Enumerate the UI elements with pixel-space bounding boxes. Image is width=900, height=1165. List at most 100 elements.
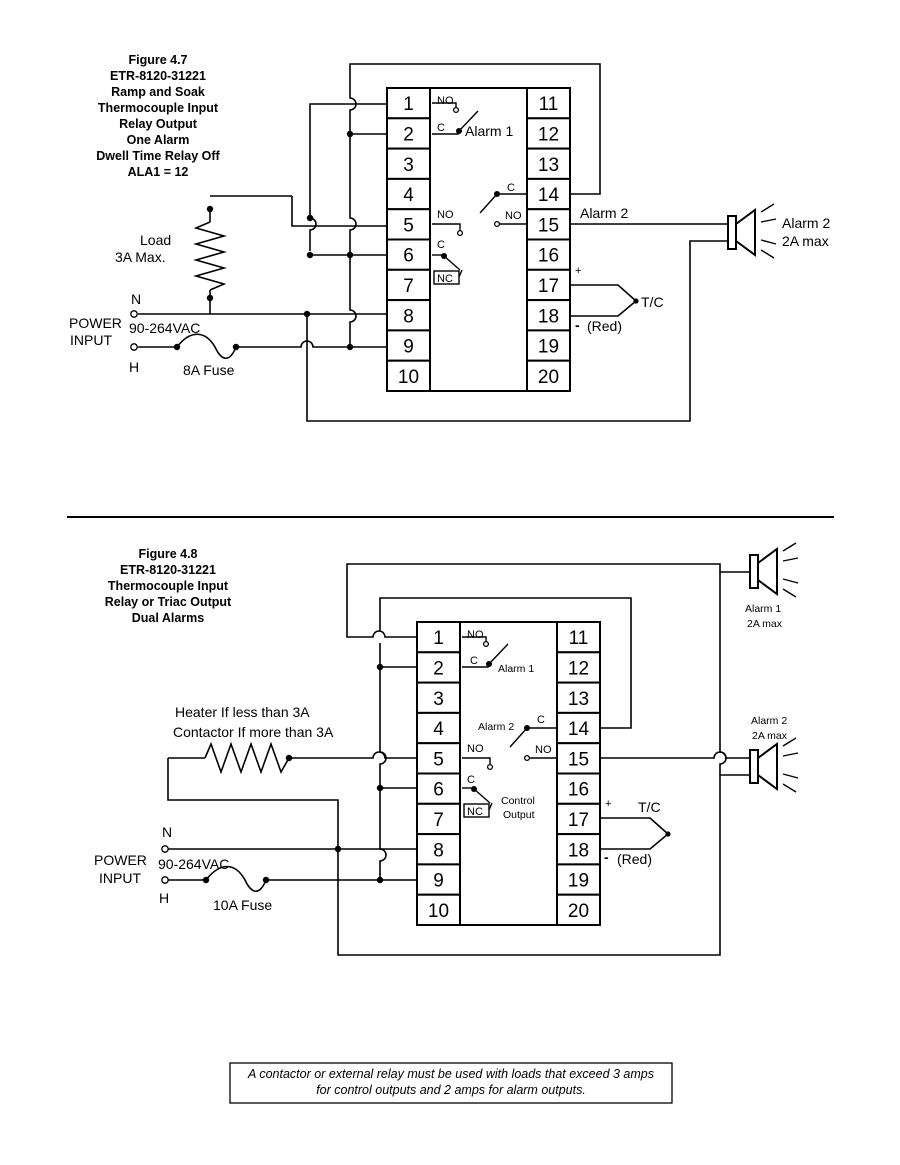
fig47-label-no: NO: [437, 95, 454, 107]
fig47-wiring: [138, 63, 728, 422]
fig47-neutral-terminal-icon: [130, 310, 138, 318]
fig48-terminal-number: 11: [569, 628, 589, 649]
fig48-label-no: NO: [535, 744, 552, 756]
fig47-terminal-number: 11: [539, 94, 559, 115]
fig47-terminal-number: 17: [538, 276, 559, 297]
fig48-terminal-number: 5: [433, 749, 444, 770]
fig48-horn1-label: Alarm 1: [745, 603, 781, 615]
fig48-terminal-number: 9: [433, 871, 444, 892]
fig48-terminal-cell: [416, 711, 461, 745]
fig47-relay-contacts: NO C Alarm 1 C NO NO C NC: [432, 95, 527, 285]
fig48-horn2-rating: 2A max: [752, 730, 788, 742]
fig48-terminal-cell: [416, 893, 461, 927]
fig48-terminal-cell: [416, 833, 461, 866]
fig47-terminal-cell: [386, 147, 431, 180]
fig47-terminal-cell: [386, 238, 431, 271]
fig47-terminal-cell: [386, 87, 431, 120]
fig47-tc-plus: +: [575, 265, 581, 277]
fig47-title-line: ETR-8120-31221: [110, 69, 206, 83]
fig48-label-c: C: [467, 774, 475, 786]
fig47-load-label: Load: [140, 232, 171, 248]
fig47-terminal-number: 12: [538, 124, 559, 145]
fig48-terminal-number: 18: [568, 840, 589, 861]
fig48-terminal-cell: [556, 681, 601, 714]
fig48-tc-red: (Red): [617, 851, 652, 867]
fig47-title-line: ALA1 = 12: [128, 165, 189, 179]
fig47-title: Figure 4.7 ETR-8120-31221 Ramp and Soak …: [96, 53, 220, 179]
fig48-title-line: Dual Alarms: [132, 611, 205, 625]
fig47-terminal-number: 13: [538, 155, 559, 176]
fig47-terminal-number: 1: [403, 94, 414, 115]
fig47-terminal-number: 19: [538, 337, 559, 358]
fig47-label-c: C: [507, 182, 515, 194]
fig48-terminal-number: 15: [568, 749, 589, 770]
fig47-alarm1-label: Alarm 1: [465, 123, 513, 139]
fig48-label-nc: NC: [467, 806, 483, 818]
fig47-terminal-cell: [526, 177, 571, 211]
fig48-tc-plus: +: [605, 798, 611, 810]
fig47-title-line: Dwell Time Relay Off: [96, 149, 220, 163]
fig47-neutral-label: N: [131, 291, 141, 307]
fig48-terminal-cell: [556, 742, 601, 775]
fig48-label-c: C: [537, 714, 545, 726]
fig47-terminal-cell: [386, 208, 431, 241]
fig47-terminal-cell: [386, 177, 431, 211]
fig47-horn-label: Alarm 2: [782, 215, 830, 231]
fig47-title-line: Ramp and Soak: [111, 85, 205, 99]
fig47-terminal-number: 2: [403, 124, 414, 145]
fig48-title-line: ETR-8120-31221: [120, 563, 216, 577]
fig48-terminal-number: 1: [433, 628, 444, 649]
fig48-heater-label: Heater If less than 3A: [175, 704, 310, 720]
fig47-terminal-number: 18: [538, 306, 559, 327]
fig48-terminal-number: 20: [568, 901, 589, 922]
fig47-terminal-number: 15: [538, 215, 559, 236]
fig47-title-line: One Alarm: [127, 133, 190, 147]
fig48-title-line: Thermocouple Input: [108, 579, 229, 593]
fig48-terminal-cell: [556, 863, 601, 896]
fig47-title-line: Thermocouple Input: [98, 101, 219, 115]
fig48-tc-minus: -: [604, 849, 609, 865]
fig48-terminal-cell: [416, 681, 461, 714]
fig48-contactor-label: Contactor If more than 3A: [173, 724, 334, 740]
fig48-power-label: POWER: [94, 852, 147, 868]
fig48-neutral-label: N: [162, 824, 172, 840]
fig48-terminal-number: 2: [433, 658, 444, 679]
fig47-terminal-number: 8: [403, 306, 414, 327]
fig48-terminal-number: 10: [428, 901, 449, 922]
fig47-terminal-number: 10: [398, 367, 419, 388]
fig47-terminal-number: 3: [403, 155, 414, 176]
note-line: for control outputs and 2 amps for alarm…: [316, 1083, 586, 1097]
fig47-tc-label: T/C: [641, 294, 664, 310]
fig48-terminal-number: 17: [568, 810, 589, 831]
fig47-tc-red: (Red): [587, 318, 622, 334]
fig48-title-line: Figure 4.8: [138, 547, 197, 561]
fig47-terminal-cell: [526, 238, 571, 271]
fig47-input-label: INPUT: [70, 332, 112, 348]
fig47-terminal-number: 7: [403, 276, 414, 297]
fig48-terminal-cell: [416, 772, 461, 805]
fig48-voltage-label: 90-264VAC: [158, 856, 229, 872]
warning-note: A contactor or external relay must be us…: [229, 1062, 673, 1104]
fig47-terminal-cell: [526, 329, 571, 362]
fig47-terminal-cell: [526, 359, 571, 393]
fig48-horn2-label: Alarm 2: [751, 715, 787, 727]
fig47-title-line: Relay Output: [119, 117, 198, 131]
fig48-terminal-number: 6: [433, 780, 444, 801]
fig48-label-no: NO: [467, 629, 484, 641]
fig47-title-line: Figure 4.7: [128, 53, 187, 67]
fig48-fuse-label: 10A Fuse: [213, 897, 272, 913]
fig47-alarm2-horn-icon: [727, 203, 777, 259]
fig47-label-c: C: [437, 239, 445, 251]
figure-4-7: Figure 4.7 ETR-8120-31221 Ramp and Soak …: [69, 53, 830, 422]
fig47-label-c: C: [437, 122, 445, 134]
fig47-load-rating: 3A Max.: [115, 249, 166, 265]
fig48-hot-label: H: [159, 890, 169, 906]
fig47-tc-minus: -: [575, 317, 580, 333]
fig48-terminal-number: 7: [433, 810, 444, 831]
fig47-voltage-label: 90-264VAC: [129, 320, 200, 336]
